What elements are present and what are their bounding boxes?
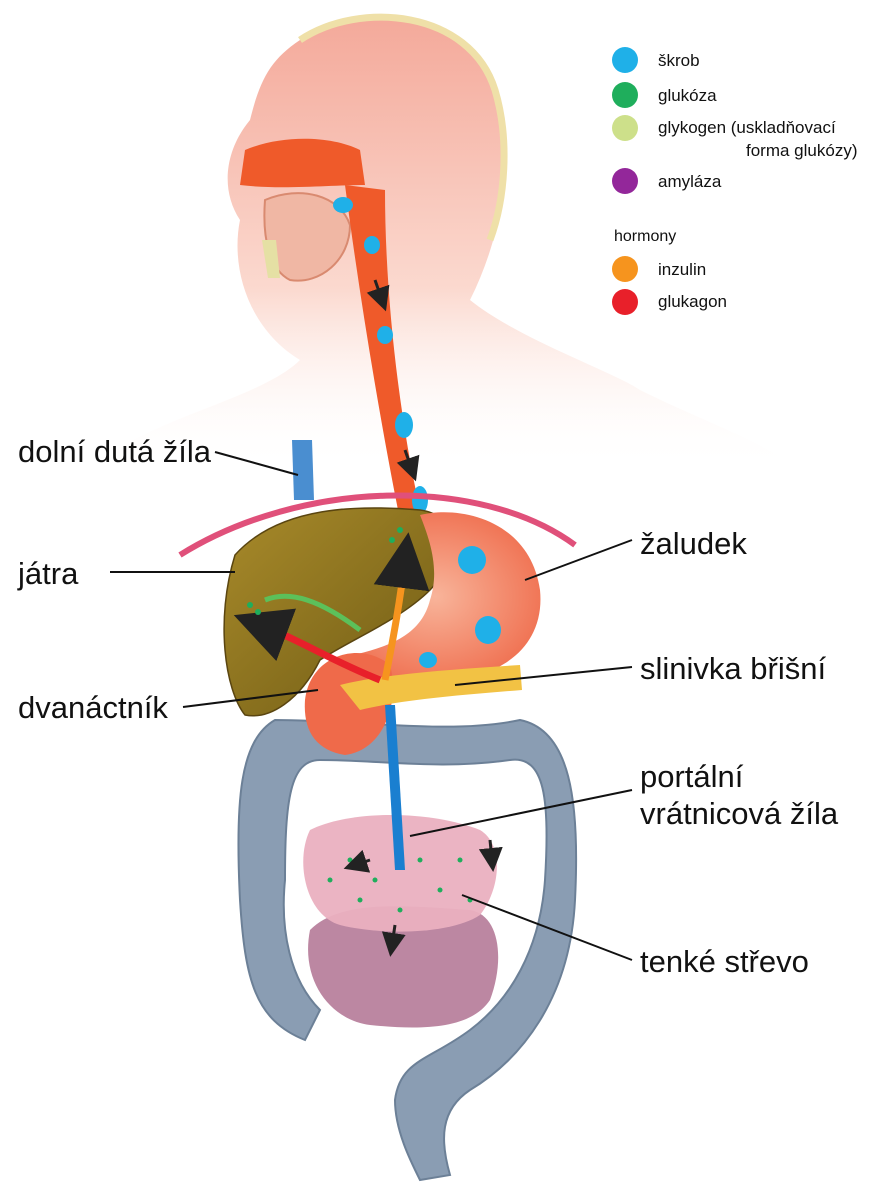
legend-label-starch: škrob [658, 51, 700, 71]
legend-dot-starch [612, 47, 638, 73]
legend-label-glucagon: glukagon [658, 292, 727, 312]
label-pancreas: slinivka břišní [640, 651, 826, 687]
legend-dot-glucose [612, 82, 638, 108]
label-liver: játra [18, 556, 78, 592]
legend-label-insulin: inzulin [658, 260, 706, 280]
legend-label-glycogen-line1: glykogen (uskladňovací [658, 118, 836, 138]
label-portal-line2: vrátnicová žíla [640, 796, 838, 832]
legend-dot-amylase [612, 168, 638, 194]
vena-cava [292, 440, 314, 500]
label-duodenum: dvanáctník [18, 690, 168, 726]
legend-label-glucose: glukóza [658, 86, 717, 106]
legend-label-amylase: amyláza [658, 172, 721, 192]
legend-label-glycogen-line2: forma glukózy) [746, 141, 857, 161]
label-vena-cava: dolní dutá žíla [18, 434, 211, 470]
legend-dot-insulin [612, 256, 638, 282]
legend-heading-hormones: hormony [614, 228, 676, 246]
legend-dot-glycogen [612, 115, 638, 141]
label-small-intestine: tenké střevo [640, 944, 809, 980]
label-portal-line1: portální [640, 759, 743, 795]
legend-dot-glucagon [612, 289, 638, 315]
label-stomach: žaludek [640, 526, 747, 562]
